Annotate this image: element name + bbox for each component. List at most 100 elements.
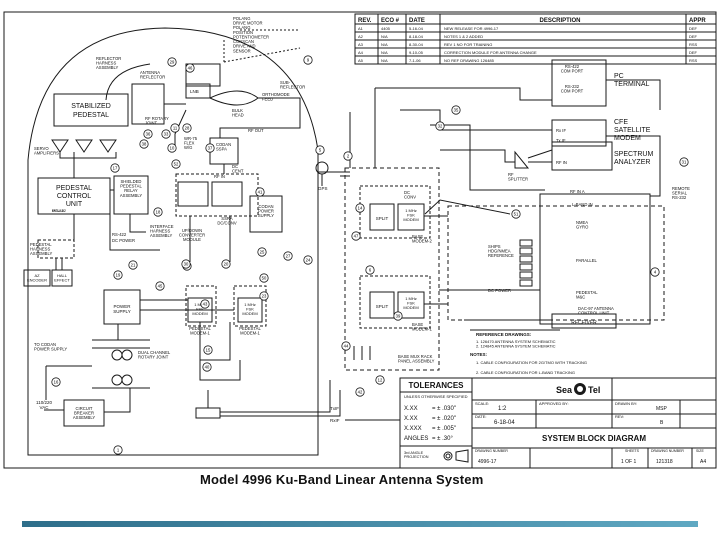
rev-label: REV: (615, 414, 624, 419)
revision-header: REV. (358, 18, 372, 24)
rs422-label: RS-422 (112, 232, 127, 237)
callout-30: 30 (181, 259, 191, 269)
callout-number: 23 (262, 294, 267, 299)
callout-43: 43 (200, 299, 210, 309)
callout-52: 52 (171, 159, 181, 169)
tolerance-value: = ± .020" (432, 416, 456, 422)
callout-number: 9 (307, 58, 310, 63)
sheet-label: SHEETS (625, 449, 640, 453)
callout-number: 12 (378, 378, 383, 383)
callout-14: 14 (355, 203, 365, 213)
callout-47: 47 (351, 231, 361, 241)
callout-9: 9 (303, 55, 313, 65)
callout-51: 51 (511, 209, 521, 219)
fsk-modem-2-box (237, 297, 263, 323)
callout-23: 23 (259, 291, 269, 301)
revision-cell: DEF (689, 50, 698, 55)
callout-42: 42 (355, 387, 365, 397)
revision-cell: 7-1-06 (409, 58, 421, 63)
callout-1: 1 (113, 445, 123, 455)
notes-title: NOTES: (470, 352, 488, 357)
callout-number: 24 (306, 258, 311, 263)
rx-if-right-label: Rx IF (556, 128, 566, 133)
tx-if-right-label: Tx IF (556, 138, 566, 143)
rf-in-label: RF IN (214, 174, 225, 179)
callout-number: 17 (113, 166, 118, 171)
tolerance-value: = ± .030" (432, 406, 456, 412)
callout-number: 45 (158, 284, 163, 289)
callout-number: 32 (438, 124, 443, 129)
revision-cell: N/A (381, 42, 388, 47)
callout-number: 18 (156, 210, 161, 215)
callout-4: 4 (650, 267, 660, 277)
pcu-ports-label: MS-422PCU-6 (52, 208, 67, 213)
txif-label: TxIF (330, 406, 339, 411)
shielded-relay-box (113, 175, 149, 215)
base-mux-rack-outline (344, 167, 440, 371)
callout-number: 33 (164, 132, 169, 137)
revision-cell: 8-30-04 (409, 42, 424, 47)
stabilized-pedestal-box (53, 93, 129, 127)
callout-number: 36 (146, 132, 151, 137)
updown-converter-box (177, 181, 209, 207)
callout-number: 27 (286, 254, 291, 259)
reference-title: REFERENCE DRAWINGS: (476, 332, 532, 337)
callout-21: 21 (128, 260, 138, 270)
diagram-title: SYSTEM BLOCK DIAGRAM (542, 434, 646, 443)
revision-header: DATE (409, 18, 425, 24)
dwg-number-label: DRAWING NUMBER (475, 449, 508, 453)
date-value: 6-18-04 (494, 420, 515, 426)
revision-cell: A1 (358, 26, 364, 31)
tolerances-title: TOLERANCES (409, 381, 465, 390)
cfe-modem-box (551, 119, 607, 147)
callout-number: 52 (174, 162, 179, 167)
logo-sea: Sea (556, 385, 573, 395)
callout-31: 31 (679, 157, 689, 167)
receiver-label: RECEIVER (571, 320, 597, 326)
footer-gradient-bar (22, 521, 698, 527)
callout-6: 6 (365, 265, 375, 275)
callout-15: 15 (203, 345, 213, 355)
radome-outline (27, 27, 319, 456)
rf-out-label: RF OUT (248, 128, 264, 133)
notes-lines: 1. CABLE CONFIGURATION FOR 2G/TMO WITH T… (476, 360, 587, 375)
base-modem-1-box (397, 291, 425, 319)
revision-cell: A5 (358, 58, 364, 63)
revision-table-grid (354, 13, 717, 65)
drawn-value: MSP (656, 406, 668, 412)
callout-number: 1 (117, 448, 120, 453)
callout-24: 24 (303, 255, 313, 265)
spectrum-analyzer-box (551, 141, 613, 171)
scale-label: SCALE: (475, 401, 489, 406)
callout-number: 15 (206, 348, 211, 353)
callout-29: 29 (167, 57, 177, 67)
revision-header: DESCRIPTION (539, 18, 580, 24)
logo-tel: Tel (588, 385, 600, 395)
split-1-label: SPLIT (376, 216, 389, 221)
revision-cell: 9-10-05 (409, 50, 424, 55)
callout-41: 41 (255, 187, 265, 197)
